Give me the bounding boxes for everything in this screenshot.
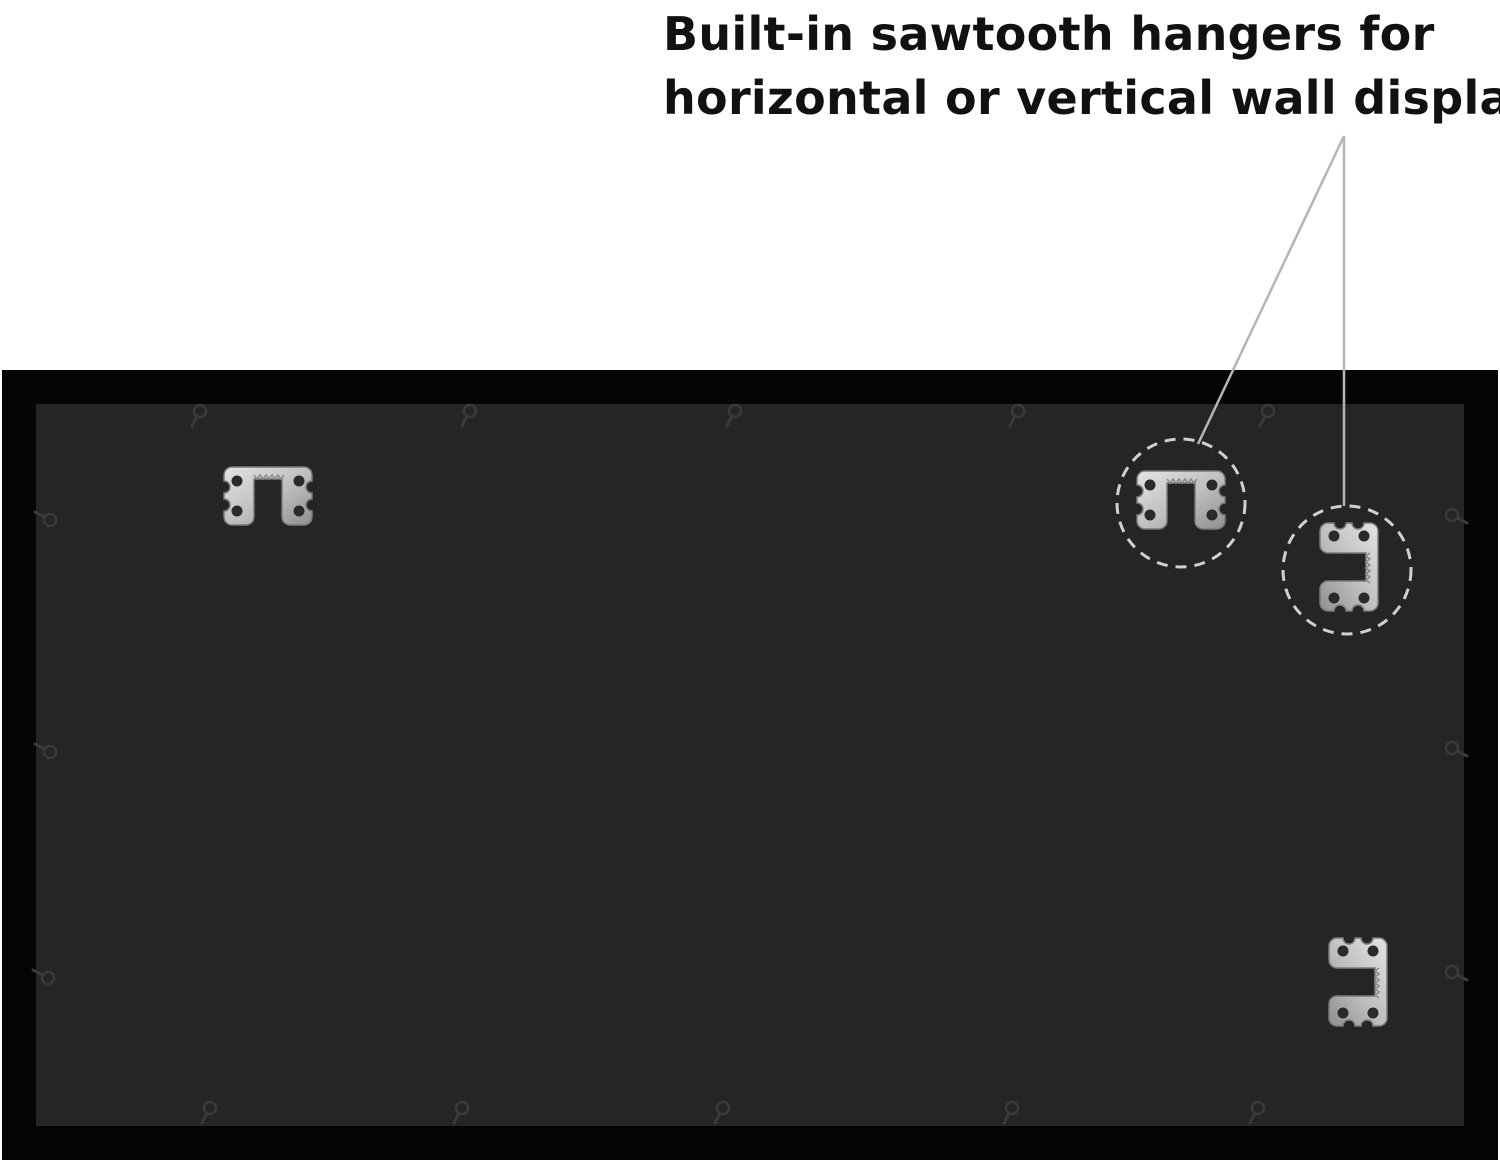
callout-line — [1196, 135, 1346, 445]
callout-circle — [1281, 504, 1413, 636]
caption: Built-in sawtooth hangers for horizontal… — [663, 2, 1500, 130]
caption-line-2: horizontal or vertical wall display — [663, 71, 1500, 125]
caption-line-1: Built-in sawtooth hangers for — [663, 7, 1435, 61]
frame-backing — [36, 404, 1464, 1126]
callout-circle — [1115, 437, 1247, 569]
